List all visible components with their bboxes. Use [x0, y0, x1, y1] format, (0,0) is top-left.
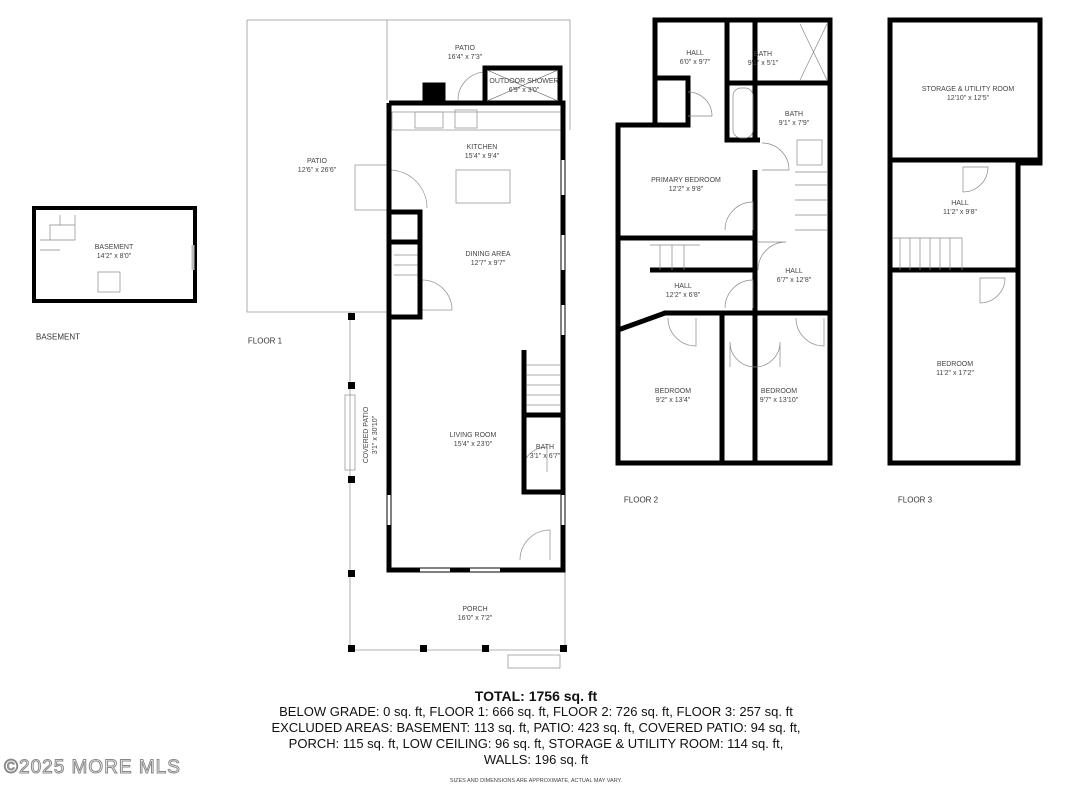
- floor-label-basement: BASEMENT: [35, 332, 81, 342]
- floor-label-floor2: FLOOR 2: [623, 495, 659, 505]
- mls-watermark: ©2025 MORE MLS: [4, 757, 181, 779]
- area-summary: TOTAL: 1756 sq. ft BELOW GRADE: 0 sq. ft…: [0, 688, 1072, 768]
- summary-line-4: WALLS: 196 sq. ft: [483, 752, 589, 767]
- summary-line-2: EXCLUDED AREAS: BASEMENT: 113 sq. ft, PA…: [271, 720, 801, 735]
- total-area: TOTAL: 1756 sq. ft: [474, 688, 598, 704]
- floor1-plan: [246, 19, 571, 669]
- floor-label-floor3: FLOOR 3: [897, 495, 933, 505]
- floor3-plan: [887, 17, 1043, 466]
- basement-plan: [32, 206, 197, 303]
- summary-line-1: BELOW GRADE: 0 sq. ft, FLOOR 1: 666 sq. …: [279, 704, 793, 719]
- floor-label-floor1: FLOOR 1: [247, 336, 283, 346]
- disclaimer: SIZES AND DIMENSIONS ARE APPROXIMATE, AC…: [449, 778, 623, 784]
- floor2-plan: [615, 17, 833, 466]
- summary-line-3: PORCH: 115 sq. ft, LOW CEILING: 96 sq. f…: [288, 736, 784, 751]
